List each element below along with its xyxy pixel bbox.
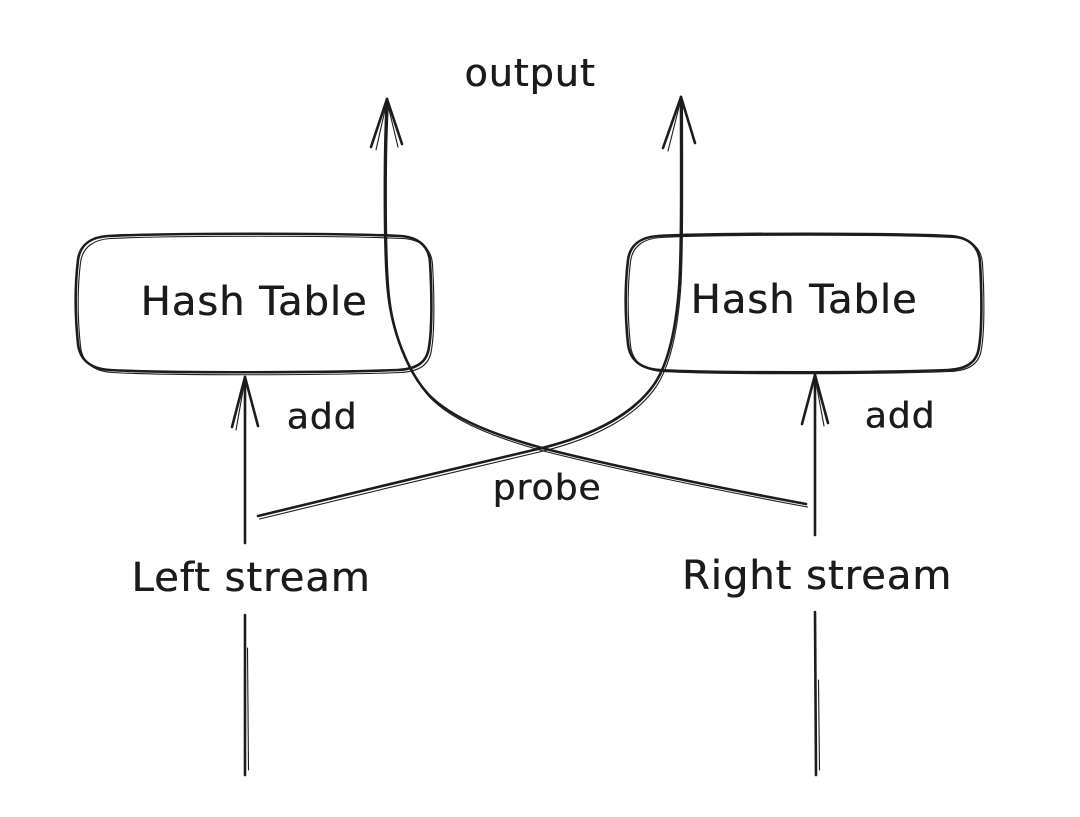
probe-curve-right-to-left-output-arrow [369, 97, 809, 508]
left-stream-add-arrow [230, 375, 260, 777]
right-stream-label: Right stream [673, 549, 961, 603]
left-hash-table-label: Hash Table [140, 279, 368, 325]
left-add-label: add [286, 396, 358, 438]
right-stream-add-arrow [800, 373, 830, 777]
output-label: output [464, 51, 596, 95]
right-add-label: add [864, 395, 936, 437]
left-stream-label: Left stream [123, 551, 379, 605]
probe-curve-left-to-right-output-arrow [256, 95, 697, 520]
probe-label: probe [492, 467, 602, 509]
right-hash-table-label: Hash Table [690, 277, 918, 323]
